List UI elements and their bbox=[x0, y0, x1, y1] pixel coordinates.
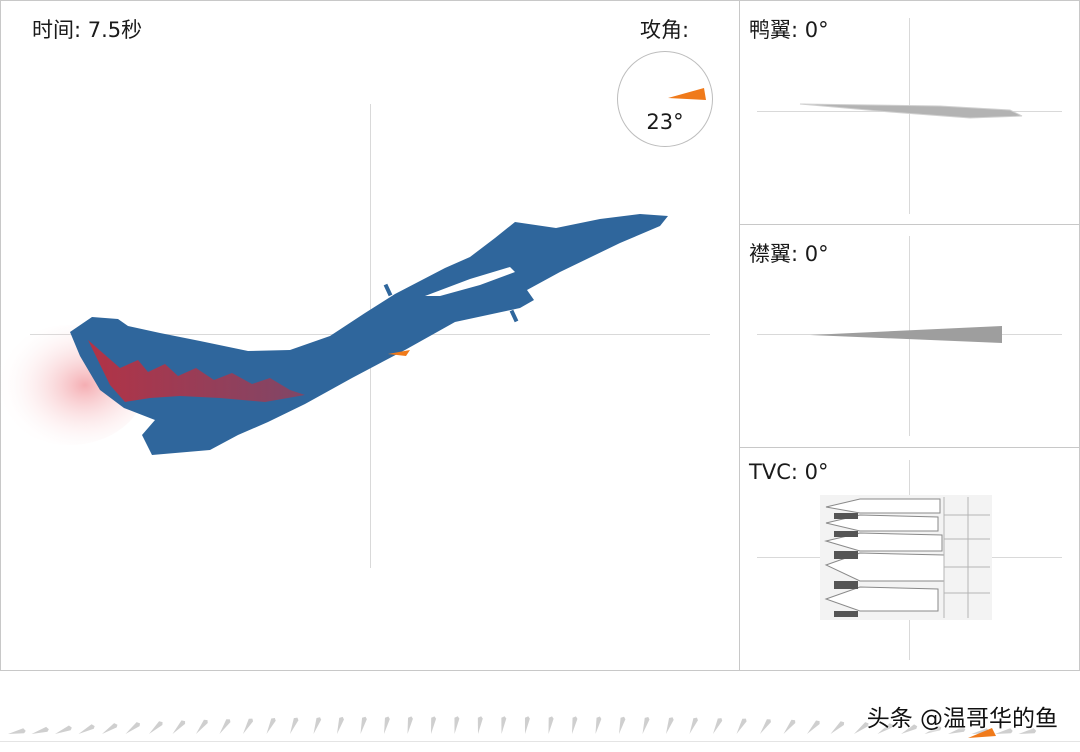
strip-frame bbox=[243, 718, 254, 734]
strip-frame bbox=[266, 718, 276, 734]
frame-strip bbox=[8, 716, 1037, 738]
strip-frame bbox=[854, 722, 869, 734]
aoa-label: 攻角: bbox=[640, 18, 690, 42]
strip-frame bbox=[313, 717, 322, 734]
strip-frame bbox=[924, 725, 942, 734]
time-label: 时间: 7.5秒 bbox=[32, 18, 143, 42]
canard-label: 鸭翼: 0° bbox=[749, 18, 829, 42]
strip-frame bbox=[102, 723, 118, 734]
strip-frame bbox=[219, 719, 231, 734]
strip-frame bbox=[407, 716, 413, 734]
aoa-dial: 23° bbox=[617, 51, 713, 147]
strip-frame bbox=[477, 716, 483, 734]
canard-v-axis bbox=[909, 18, 910, 214]
strip-frame bbox=[595, 716, 602, 734]
strip-frame bbox=[431, 716, 437, 734]
strip-frame bbox=[501, 716, 507, 734]
strip-frame bbox=[948, 726, 966, 734]
tvc-nozzle-illustration bbox=[820, 495, 992, 620]
strip-frame bbox=[337, 716, 344, 734]
strip-frame bbox=[572, 716, 578, 734]
strip-frame bbox=[736, 718, 747, 734]
aoa-marker bbox=[388, 350, 410, 356]
aoa-wedge-icon bbox=[668, 88, 706, 100]
aircraft-body bbox=[70, 214, 668, 455]
pylon-left bbox=[383, 283, 393, 297]
strip-frame bbox=[454, 716, 460, 734]
strip-frame bbox=[55, 725, 72, 734]
strip-frame bbox=[172, 720, 186, 734]
strip-frame bbox=[8, 728, 26, 734]
strip-frame bbox=[1018, 728, 1037, 734]
strip-frame bbox=[689, 717, 698, 734]
strip-frame bbox=[360, 716, 367, 734]
strip-frame bbox=[524, 716, 530, 734]
strip-frame bbox=[149, 721, 163, 734]
strip-frame bbox=[619, 716, 626, 734]
watermark: 头条 @温哥华的鱼 bbox=[866, 706, 1058, 732]
strip-frame bbox=[548, 716, 554, 734]
strip-frame bbox=[642, 716, 650, 734]
strip-frame bbox=[78, 724, 95, 734]
tvc-label: TVC: 0° bbox=[749, 460, 829, 484]
strip-frame bbox=[384, 716, 390, 734]
strip-frame bbox=[783, 719, 796, 734]
strip-frame bbox=[196, 719, 208, 734]
pylon-right bbox=[509, 309, 519, 323]
strip-frame bbox=[760, 719, 771, 734]
strip-frame bbox=[125, 722, 141, 734]
strip-frame bbox=[666, 717, 674, 734]
canard-airfoil bbox=[799, 103, 1023, 119]
aircraft-silhouette bbox=[0, 214, 668, 455]
aoa-value: 23° bbox=[646, 110, 684, 134]
exhaust-flame bbox=[88, 340, 305, 402]
strip-frame bbox=[31, 726, 49, 734]
strip-frame bbox=[713, 718, 723, 734]
flap-label: 襟翼: 0° bbox=[749, 242, 829, 266]
strip-frame bbox=[290, 717, 299, 734]
strip-current-marker bbox=[968, 728, 996, 738]
intake-slit bbox=[425, 267, 515, 296]
strip-frame bbox=[807, 720, 820, 734]
flap-airfoil bbox=[810, 326, 1002, 343]
strip-baseline bbox=[0, 741, 1080, 742]
strip-frame bbox=[995, 728, 1013, 734]
strip-frame bbox=[901, 724, 918, 734]
strip-frame bbox=[877, 723, 893, 734]
strip-frame bbox=[830, 721, 845, 734]
